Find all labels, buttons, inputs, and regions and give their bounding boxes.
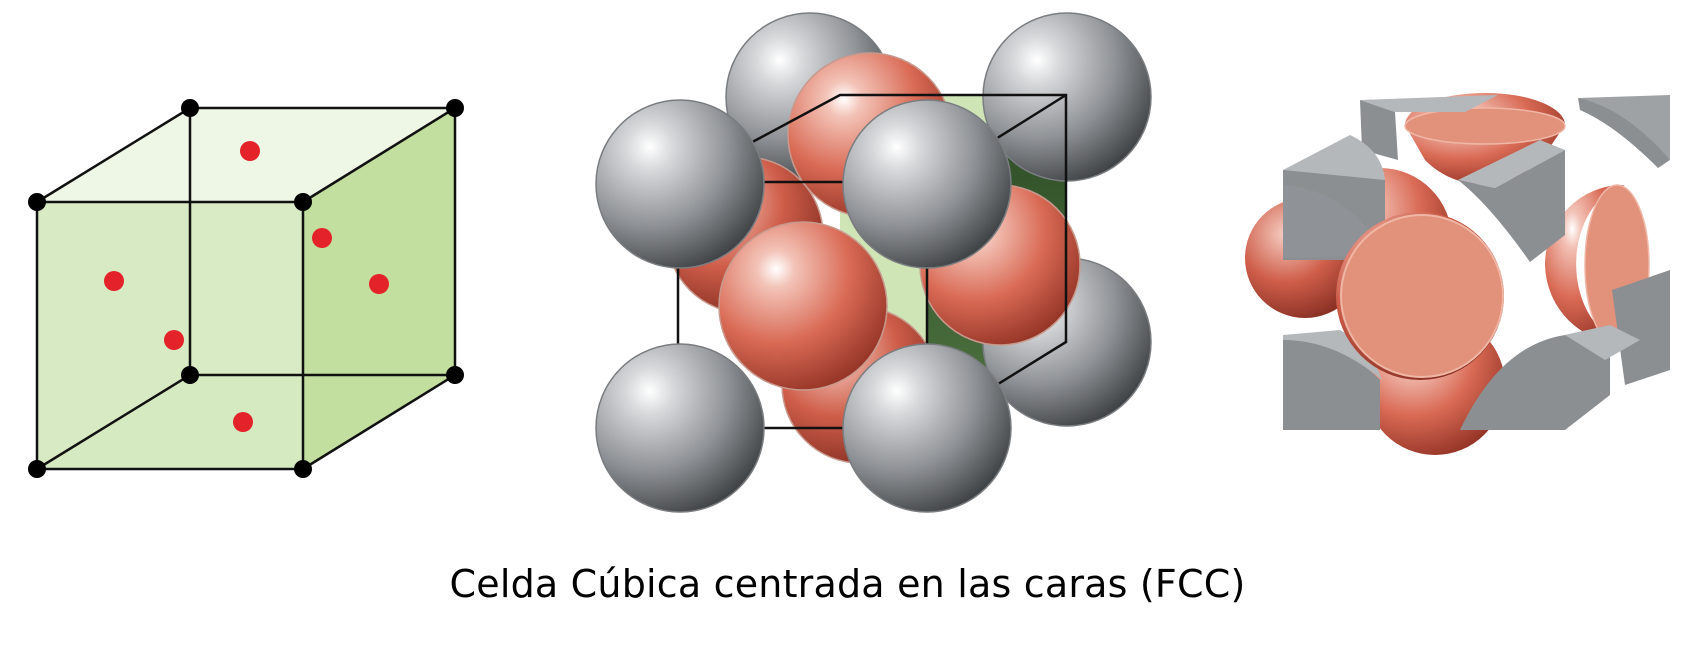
- corner-wedge-back-top-right: [1578, 95, 1670, 160]
- corner-wedge-back-top-left-side: [1360, 100, 1398, 160]
- corner-atom-front-top-left: [595, 99, 765, 269]
- fcc-sphere-packing-icon: [595, 12, 1152, 513]
- face-atom-front: [718, 221, 888, 391]
- corner-wedge-front-bottom-right: [1460, 325, 1610, 430]
- cube-edges: [35, 106, 457, 471]
- corner-atom-front-bottom-left: [595, 343, 765, 513]
- corner-wedge-front-top-right: [1458, 150, 1565, 262]
- face-center-point-right: [369, 274, 389, 294]
- corner-wedge-back-top-left: [1360, 95, 1498, 112]
- corner-wedge-back-bottom-right: [1612, 270, 1670, 385]
- corner-wedge-front-bottom-right-top: [1565, 325, 1640, 360]
- corner-wedge-back-top-right-side: [1578, 98, 1670, 168]
- face-center-point-back-left: [104, 271, 124, 291]
- corner-wedge-front-bottom-left: [1283, 339, 1380, 430]
- corner-atom-front-bottom-right: [842, 343, 1012, 513]
- face-center-point-bottom: [233, 412, 253, 432]
- cut-face-top: [1404, 107, 1566, 145]
- corner-wedge-front-top-right-top: [1458, 140, 1565, 188]
- face-center-point-left: [164, 330, 184, 350]
- fcc-lattice-cube-icon: [28, 99, 464, 478]
- fcc-cutaway-unit-cell-icon: [1245, 93, 1670, 455]
- face-center-point-top: [240, 141, 260, 161]
- face-center-point-front: [312, 228, 332, 248]
- figure-caption: Celda Cúbica centrada en las caras (FCC): [449, 562, 1246, 606]
- cut-face-front: [1340, 214, 1504, 378]
- corner-lattice-points: [28, 99, 464, 478]
- corner-atom-front-top-right: [842, 99, 1012, 269]
